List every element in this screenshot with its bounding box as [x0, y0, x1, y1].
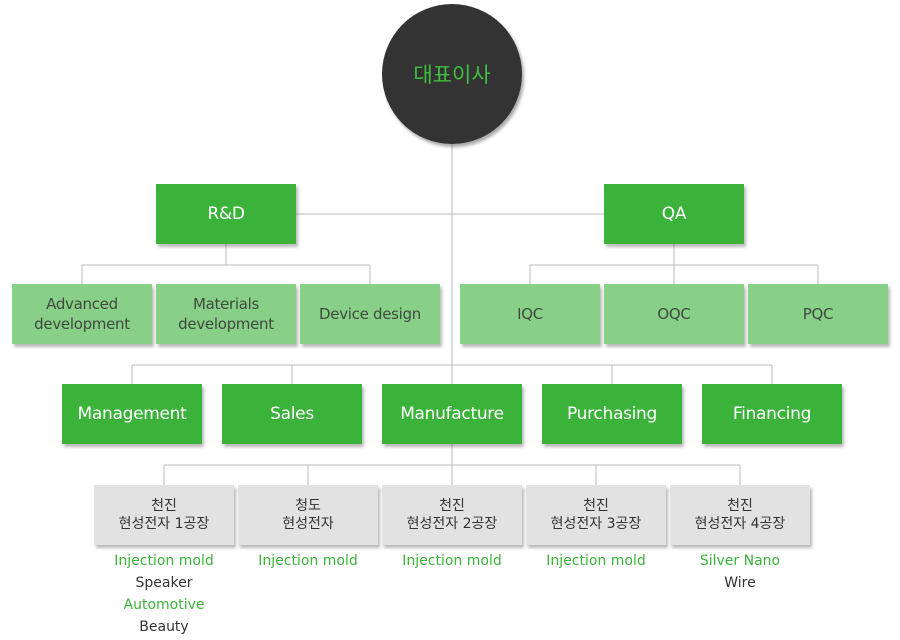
iqc-node: IQC [460, 284, 600, 344]
department-financing: Financing [702, 384, 842, 444]
materials-development-node: Materials development [156, 284, 296, 344]
product-item: Silver Nano [699, 553, 781, 569]
product-item: Wire [724, 575, 756, 591]
product-item: Injection mold [114, 553, 214, 569]
qa-node: QA [604, 184, 744, 244]
factory-2-node: 천진 현성전자 2공장 [382, 485, 522, 545]
advanced-development-node: Advanced development [12, 284, 152, 344]
factory-3-products: Injection mold [526, 550, 666, 572]
product-item: Injection mold [402, 553, 502, 569]
factory-1-products: Injection mold Speaker Automotive Beauty [94, 550, 234, 638]
department-purchasing: Purchasing [542, 384, 682, 444]
factory-1-node: 천진 현성전자 1공장 [94, 485, 234, 545]
factory-4-products: Silver Nano Wire [670, 550, 810, 594]
department-sales: Sales [222, 384, 362, 444]
rd-node: R&D [156, 184, 296, 244]
pqc-node: PQC [748, 284, 888, 344]
oqc-node: OQC [604, 284, 744, 344]
device-design-node: Device design [300, 284, 440, 344]
department-manufacture: Manufacture [382, 384, 522, 444]
factory-4-node: 천진 현성전자 4공장 [670, 485, 810, 545]
factory-qingdao-node: 청도 현성전자 [238, 485, 378, 545]
factory-qingdao-products: Injection mold [238, 550, 378, 572]
product-item: Speaker [135, 575, 193, 591]
ceo-node: 대표이사 [382, 4, 522, 144]
product-item: Injection mold [258, 553, 358, 569]
product-item: Automotive [123, 597, 205, 613]
product-item: Beauty [139, 619, 189, 635]
factory-3-node: 천진 현성전자 3공장 [526, 485, 666, 545]
factory-2-products: Injection mold [382, 550, 522, 572]
product-item: Injection mold [546, 553, 646, 569]
department-management: Management [62, 384, 202, 444]
